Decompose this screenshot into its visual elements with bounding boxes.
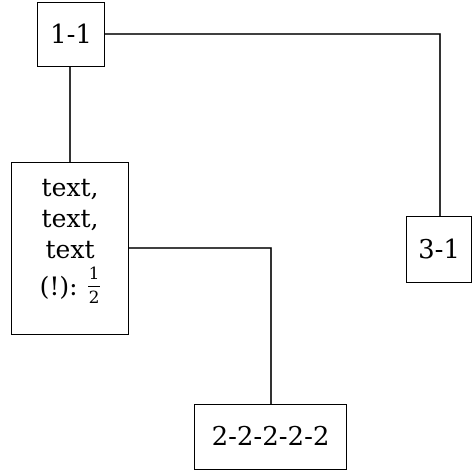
node-text-line-3: text [45,235,95,264]
node-2-2-2-2-2-label: 2-2-2-2-2 [211,422,330,452]
node-text: text, text, text (!): 1 2 [11,162,129,335]
fraction-bar [87,286,100,287]
fraction-numerator: 1 [88,264,100,284]
node-text-line-2: text, [41,204,99,233]
node-text-line-1: text, [41,173,99,202]
fraction: 1 2 [87,264,101,308]
fraction-denominator: 2 [88,288,100,308]
node-3-1-label: 3-1 [418,234,460,265]
node-text-line-4: (!): 1 2 [40,266,101,307]
node-2-2-2-2-2: 2-2-2-2-2 [194,404,347,470]
node-text-prefix: (!): [39,272,78,301]
edge-1-1-to-3-1 [105,33,441,216]
node-1-1: 1-1 [37,2,105,67]
node-3-1: 3-1 [406,216,472,283]
edge-text-node-to-2-2-2-2-2 [129,247,272,404]
node-1-1-label: 1-1 [50,19,92,50]
